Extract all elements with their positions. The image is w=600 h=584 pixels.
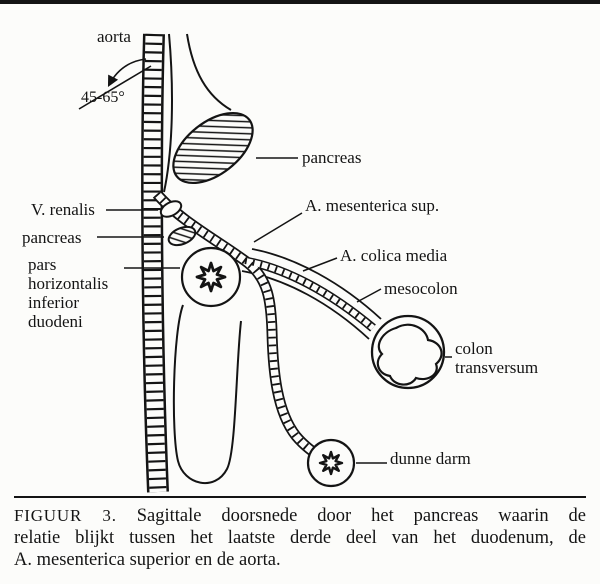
caption-rule <box>14 496 586 498</box>
pancreas-shape <box>172 111 254 185</box>
label-aorta: aorta <box>97 27 131 46</box>
label-v-renalis: V. renalis <box>31 200 95 219</box>
colon-transversum-shape <box>370 314 446 390</box>
caption-line-1: FIGUUR 3. Sagittale doorsnede door het p… <box>14 505 586 527</box>
label-pars-horizontalis: pars horizontalis inferior duodeni <box>28 255 109 331</box>
sma-vessel <box>152 190 376 465</box>
mesentery-loop-outline <box>172 304 242 485</box>
label-dunne-darm: dunne darm <box>390 449 471 468</box>
top-rule <box>0 0 600 4</box>
label-a-mesenterica-sup: A. mesenterica sup. <box>305 196 440 215</box>
angle-annotation <box>78 58 152 110</box>
label-pancreas-upper: pancreas <box>302 148 362 167</box>
caption-text-1: Sagittale doorsnede door het pancreas wa… <box>136 506 586 526</box>
caption-line-3: A. mesenterica superior en de aorta. <box>14 550 281 570</box>
aorta-vessel <box>141 33 169 493</box>
label-pancreas-lower: pancreas <box>22 228 82 247</box>
caption-line-2: relatie blijkt tussen het laatste derde … <box>14 528 586 548</box>
anatomy-drawing <box>78 33 452 493</box>
leader-lines <box>97 157 452 464</box>
small-bowel-shape <box>306 438 356 488</box>
retroperitoneal-outline <box>163 33 232 193</box>
label-colon-transversum: colon transversum <box>455 339 539 377</box>
duodenum-shape <box>180 246 242 308</box>
label-a-colica-media: A. colica media <box>340 246 448 265</box>
figure-number: FIGUUR 3. <box>14 506 117 525</box>
renal-vein-shape <box>159 200 183 218</box>
pancreas-lower-shape <box>167 225 197 247</box>
figure-caption: FIGUUR 3. Sagittale doorsnede door het p… <box>14 505 586 571</box>
label-angle: 45-65° <box>81 89 125 106</box>
label-mesocolon: mesocolon <box>384 279 458 298</box>
